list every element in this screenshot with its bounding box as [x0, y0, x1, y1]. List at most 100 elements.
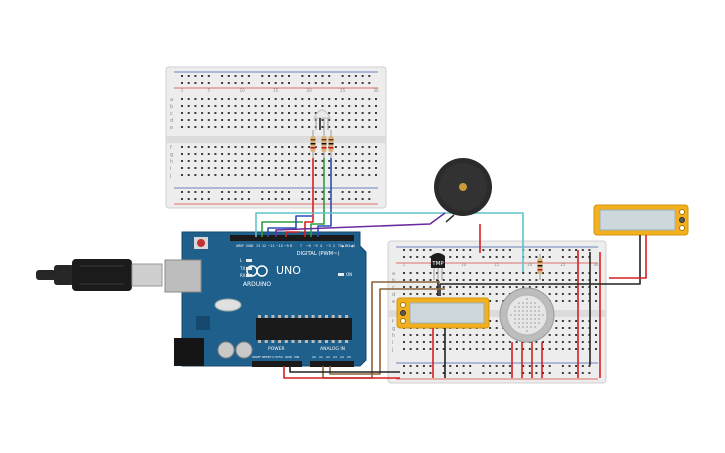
rail-hole[interactable] [535, 365, 538, 367]
rail-hole[interactable] [502, 256, 505, 258]
breadboard-hole[interactable] [489, 327, 492, 329]
breadboard-hole[interactable] [449, 348, 452, 350]
rail-hole[interactable] [194, 82, 197, 84]
rail-hole[interactable] [588, 372, 591, 374]
breadboard-hole[interactable] [247, 153, 250, 155]
arduino-uno-board[interactable]: ARDUINO UNO DIGITAL (PWM~) POWER ANALOG … [164, 231, 367, 367]
rail-hole[interactable] [368, 75, 371, 77]
rail-hole[interactable] [234, 82, 237, 84]
wire-blue-pin11[interactable] [267, 215, 312, 237]
breadboard-hole[interactable] [241, 126, 244, 128]
breadboard-hole[interactable] [502, 272, 505, 274]
rail-hole[interactable] [528, 249, 531, 251]
led-resistor-3[interactable] [328, 130, 334, 158]
rail-hole[interactable] [268, 82, 270, 84]
rail-hole[interactable] [328, 198, 331, 200]
breadboard-hole[interactable] [361, 98, 364, 100]
breadboard-hole[interactable] [281, 112, 284, 114]
breadboard-hole[interactable] [187, 167, 190, 169]
rail-hole[interactable] [575, 372, 578, 374]
rail-hole[interactable] [429, 249, 432, 251]
breadboard-hole[interactable] [548, 334, 551, 336]
breadboard-hole[interactable] [548, 272, 551, 274]
breadboard-hole[interactable] [416, 272, 419, 274]
breadboard-hole[interactable] [375, 174, 377, 176]
breadboard-hole[interactable] [495, 327, 498, 329]
wire-5v-red[interactable] [283, 366, 400, 379]
rail-hole[interactable] [281, 82, 284, 84]
breadboard-hole[interactable] [254, 119, 257, 121]
breadboard-hole[interactable] [207, 119, 210, 121]
breadboard-hole[interactable] [489, 272, 492, 274]
breadboard-hole[interactable] [409, 348, 412, 350]
breadboard-hole[interactable] [489, 286, 492, 288]
breadboard-hole[interactable] [361, 105, 364, 107]
breadboard-hole[interactable] [308, 105, 311, 107]
breadboard-hole[interactable] [321, 126, 324, 128]
breadboard-hole[interactable] [548, 293, 551, 295]
breadboard-hole[interactable] [341, 153, 344, 155]
rail-hole[interactable] [456, 256, 458, 258]
breadboard-hole[interactable] [301, 126, 304, 128]
rail-hole[interactable] [221, 191, 224, 193]
breadboard-hole[interactable] [469, 341, 472, 343]
breadboard-hole[interactable] [227, 174, 230, 176]
breadboard-hole[interactable] [409, 334, 412, 336]
breadboard-hole[interactable] [294, 112, 297, 114]
breadboard-hole[interactable] [403, 286, 405, 288]
rail-hole[interactable] [495, 372, 498, 374]
breadboard-hole[interactable] [449, 279, 452, 281]
breadboard-hole[interactable] [214, 105, 217, 107]
breadboard-hole[interactable] [482, 348, 485, 350]
breadboard-hole[interactable] [354, 160, 357, 162]
breadboard-hole[interactable] [274, 146, 277, 148]
breadboard-hole[interactable] [422, 286, 425, 288]
rail-hole[interactable] [429, 365, 432, 367]
breadboard-hole[interactable] [281, 119, 284, 121]
breadboard-hole[interactable] [308, 126, 311, 128]
usb-cable[interactable] [36, 259, 163, 291]
breadboard-hole[interactable] [361, 153, 364, 155]
breadboard-hole[interactable] [221, 105, 224, 107]
breadboard-hole[interactable] [334, 98, 337, 100]
breadboard-hole[interactable] [568, 341, 571, 343]
rail-hole[interactable] [449, 372, 452, 374]
breadboard-hole[interactable] [234, 160, 237, 162]
breadboard-hole[interactable] [301, 167, 304, 169]
rail-hole[interactable] [301, 198, 304, 200]
rail-hole[interactable] [442, 365, 445, 367]
breadboard-hole[interactable] [475, 272, 478, 274]
rail-hole[interactable] [568, 365, 571, 367]
breadboard-hole[interactable] [348, 98, 351, 100]
rail-hole[interactable] [288, 191, 290, 193]
breadboard-hole[interactable] [561, 334, 564, 336]
breadboard-hole[interactable] [462, 293, 465, 295]
rail-hole[interactable] [588, 365, 591, 367]
digital-pin-header[interactable] [230, 235, 354, 241]
wire-lcd-right-black[interactable] [439, 235, 641, 296]
rail-hole[interactable] [234, 75, 237, 77]
breadboard-hole[interactable] [194, 153, 197, 155]
breadboard-hole[interactable] [348, 160, 351, 162]
breadboard-hole[interactable] [334, 105, 337, 107]
breadboard-hole[interactable] [462, 272, 465, 274]
breadboard-hole[interactable] [288, 126, 290, 128]
rail-hole[interactable] [508, 365, 511, 367]
breadboard-hole[interactable] [568, 272, 571, 274]
breadboard-hole[interactable] [341, 105, 344, 107]
breadboard-hole[interactable] [555, 272, 558, 274]
breadboard-hole[interactable] [221, 153, 224, 155]
rail-hole[interactable] [469, 365, 472, 367]
breadboard-hole[interactable] [522, 348, 525, 350]
breadboard-hole[interactable] [201, 167, 204, 169]
rail-hole[interactable] [489, 249, 492, 251]
breadboard-hole[interactable] [328, 98, 331, 100]
breadboard-hole[interactable] [268, 126, 270, 128]
breadboard-hole[interactable] [334, 160, 337, 162]
rail-hole[interactable] [221, 198, 224, 200]
breadboard-hole[interactable] [482, 272, 485, 274]
breadboard-hole[interactable] [442, 348, 445, 350]
breadboard-hole[interactable] [429, 279, 432, 281]
breadboard-hole[interactable] [354, 119, 357, 121]
breadboard-hole[interactable] [281, 105, 284, 107]
